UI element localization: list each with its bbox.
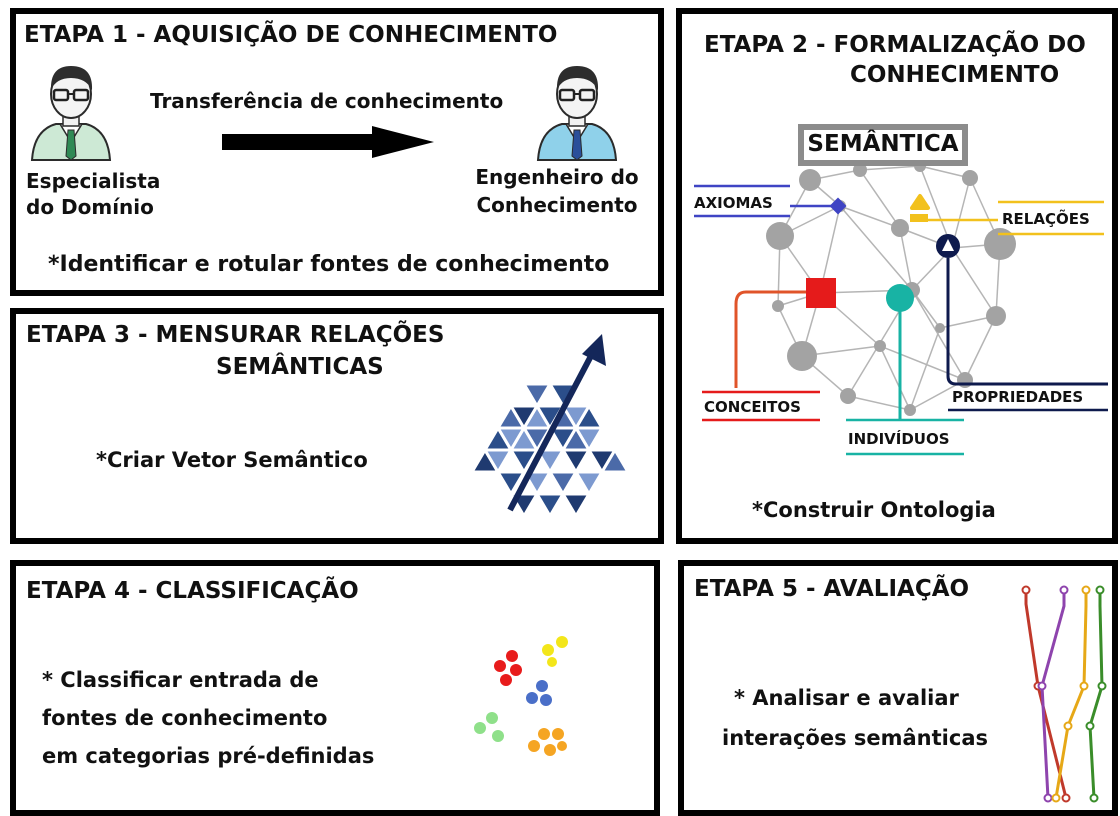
stage5-title: ETAPA 5 - AVALIAÇÃO <box>694 576 970 602</box>
conceitos-label: CONCEITOS <box>704 398 801 416</box>
stage5-task-line1: * Analisar e avaliar <box>734 686 959 710</box>
stage2-task: *Construir Ontologia <box>752 498 996 522</box>
semantic-box <box>798 124 968 166</box>
stage4-panel <box>10 560 660 816</box>
interaction-lines-icon <box>1021 585 1107 803</box>
stage3-title-line2: SEMÂNTICAS <box>216 354 384 380</box>
stage1-title: ETAPA 1 - AQUISIÇÃO DE CONHECIMENTO <box>24 22 558 48</box>
transfer-arrow <box>222 126 434 158</box>
stage4-task-line3: em categorias pré-definidas <box>42 744 375 768</box>
stage3-task: *Criar Vetor Semântico <box>96 448 368 472</box>
ontology-network <box>694 160 1108 456</box>
stage2-title-line1: ETAPA 2 - FORMALIZAÇÃO DO <box>704 32 1086 58</box>
domain-expert-label-line1: Especialista <box>26 169 161 193</box>
propriedades-label: PROPRIEDADES <box>952 388 1084 406</box>
stage5-task-line2: interações semânticas <box>722 726 988 750</box>
knowledge-engineer-label-line1: Engenheiro do <box>475 165 639 189</box>
stage4-task-line1: * Classificar entrada de <box>42 668 319 692</box>
knowledge-engineer-icon <box>536 66 618 161</box>
stage4-title: ETAPA 4 - CLASSIFICAÇÃO <box>26 578 359 604</box>
domain-expert-icon <box>30 66 112 161</box>
stage3-title-line1: ETAPA 3 - MENSURAR RELAÇÕES <box>26 322 445 348</box>
individuos-label: INDIVÍDUOS <box>848 430 950 448</box>
knowledge-engineer-label-line2: Conhecimento <box>476 193 638 217</box>
stage4-task-line2: fontes de conhecimento <box>42 706 328 730</box>
semantic-box-label: SEMÂNTICA <box>807 131 959 157</box>
stage2-title-line2: CONHECIMENTO <box>850 62 1060 88</box>
cluster-dots-icon <box>474 636 568 756</box>
relacoes-label: RELAÇÕES <box>1002 210 1090 228</box>
domain-expert-label-line2: do Domínio <box>26 195 154 219</box>
semantic-vector-icon <box>469 334 631 519</box>
axiomas-label: AXIOMAS <box>694 194 773 212</box>
stage1-task: *Identificar e rotular fontes de conheci… <box>48 252 610 277</box>
transfer-label: Transferência de conhecimento <box>150 89 504 113</box>
